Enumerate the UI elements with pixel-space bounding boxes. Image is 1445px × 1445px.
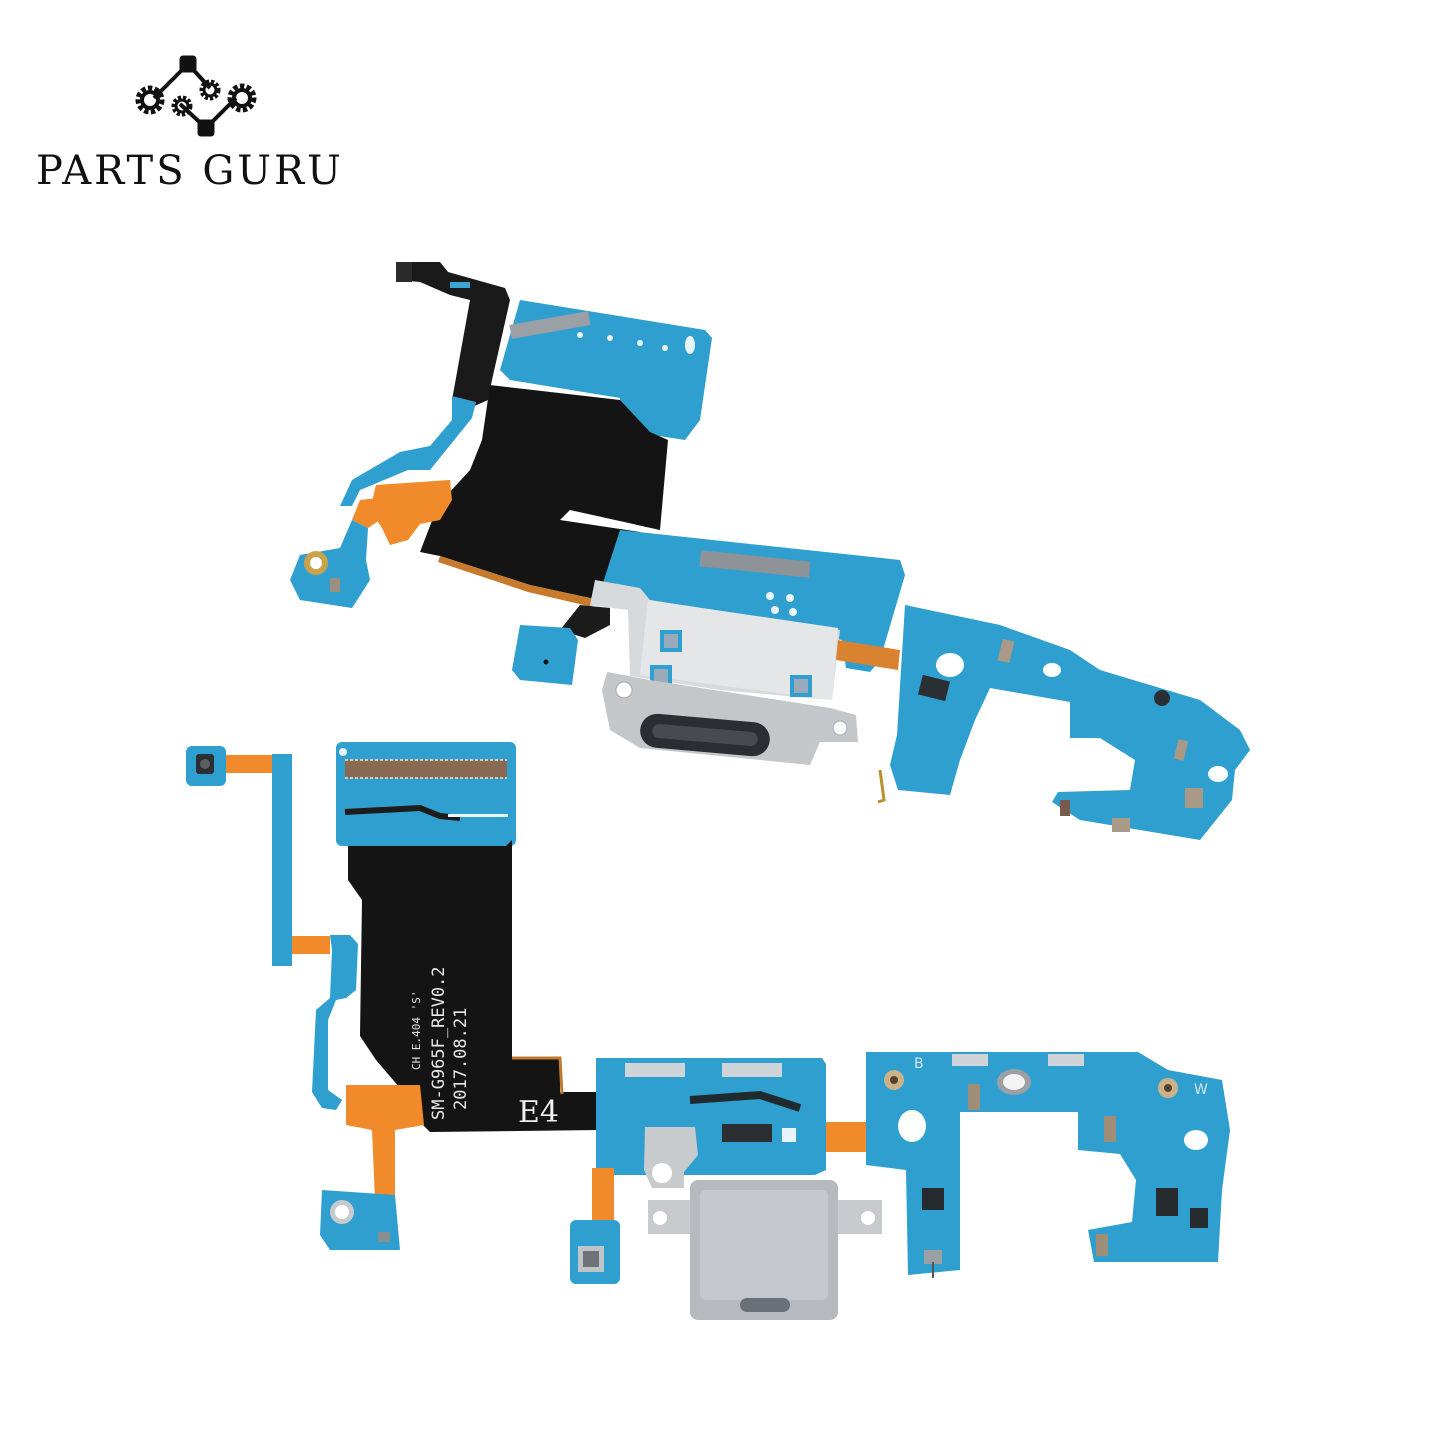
pcb-date-text: 2017.08.21 bbox=[451, 1008, 471, 1110]
brand-logo: PARTS GURU bbox=[30, 48, 370, 208]
pcb-model-text: SM-G965F_REV0.2 bbox=[429, 966, 449, 1120]
pcb-flat-view: CH E.404 'S' SM-G965F_REV0.2 2017.08.21 … bbox=[186, 742, 1230, 1320]
pcb-code-text: CH E.404 'S' bbox=[410, 991, 423, 1070]
pcb-e4-label: E4 bbox=[518, 1095, 559, 1130]
antenna-label-w: W bbox=[1194, 1082, 1208, 1098]
brand-name: PARTS GURU bbox=[36, 148, 344, 194]
gears-network-icon bbox=[135, 55, 257, 137]
pcb-top-view bbox=[290, 262, 1250, 840]
antenna-label-b: B bbox=[914, 1056, 924, 1072]
